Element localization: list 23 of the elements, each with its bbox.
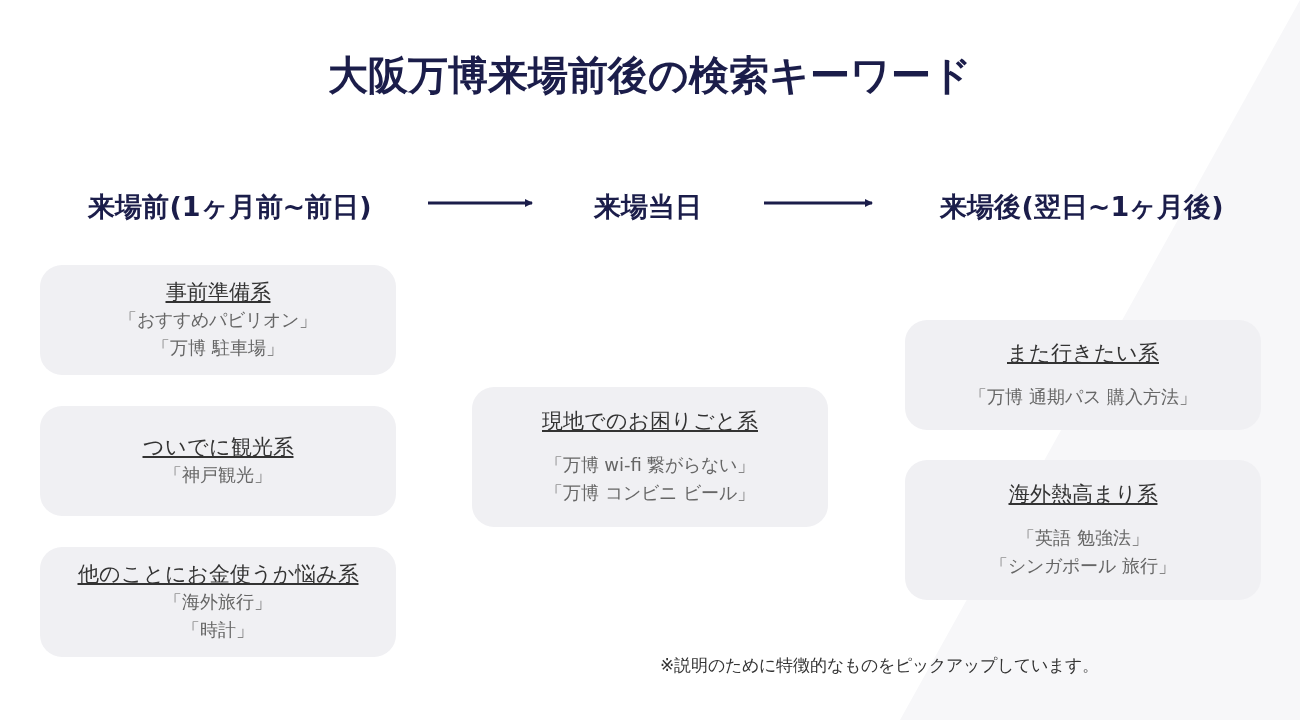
category-heading: 海外熱高まり系	[1008, 481, 1158, 508]
footnote: ※説明のために特徴的なものをピックアップしています。	[660, 654, 1100, 677]
category-heading: また行きたい系	[1007, 340, 1159, 367]
arrow	[764, 199, 873, 207]
stage-heading: 来場当日	[550, 187, 746, 227]
stage-heading: 来場後(翌日~1ヶ月後)	[890, 187, 1274, 227]
category-heading: ついでに観光系	[142, 434, 294, 461]
keyword-text: 「海外旅行」	[164, 590, 272, 614]
keyword-text: 「シンガポール 旅行」	[990, 554, 1176, 578]
keyword-text: 「神戸観光」	[164, 463, 272, 487]
keyword-text: 「おすすめパビリオン」	[119, 308, 317, 332]
category-heading: 事前準備系	[165, 279, 271, 306]
category-heading: 他のことにお金使うか悩み系	[77, 561, 359, 588]
keyword-text: 「英語 勉強法」	[1017, 526, 1149, 550]
keyword-text: 「時計」	[182, 618, 254, 642]
category-heading: 現地でのお困りごと系	[542, 408, 758, 435]
keyword-text: 「万博 駐車場」	[152, 336, 284, 360]
keyword-text: 「万博 コンビニ ビール」	[545, 481, 755, 505]
keyword-text: 「万博 通期パス 購入方法」	[969, 385, 1197, 409]
title: 大阪万博来場前後の検索キーワード	[327, 51, 973, 100]
keyword-text: 「万博 wi-fi 繋がらない」	[544, 453, 756, 477]
arrow	[428, 199, 533, 207]
stage-heading: 来場前(1ヶ月前~前日)	[50, 187, 410, 227]
